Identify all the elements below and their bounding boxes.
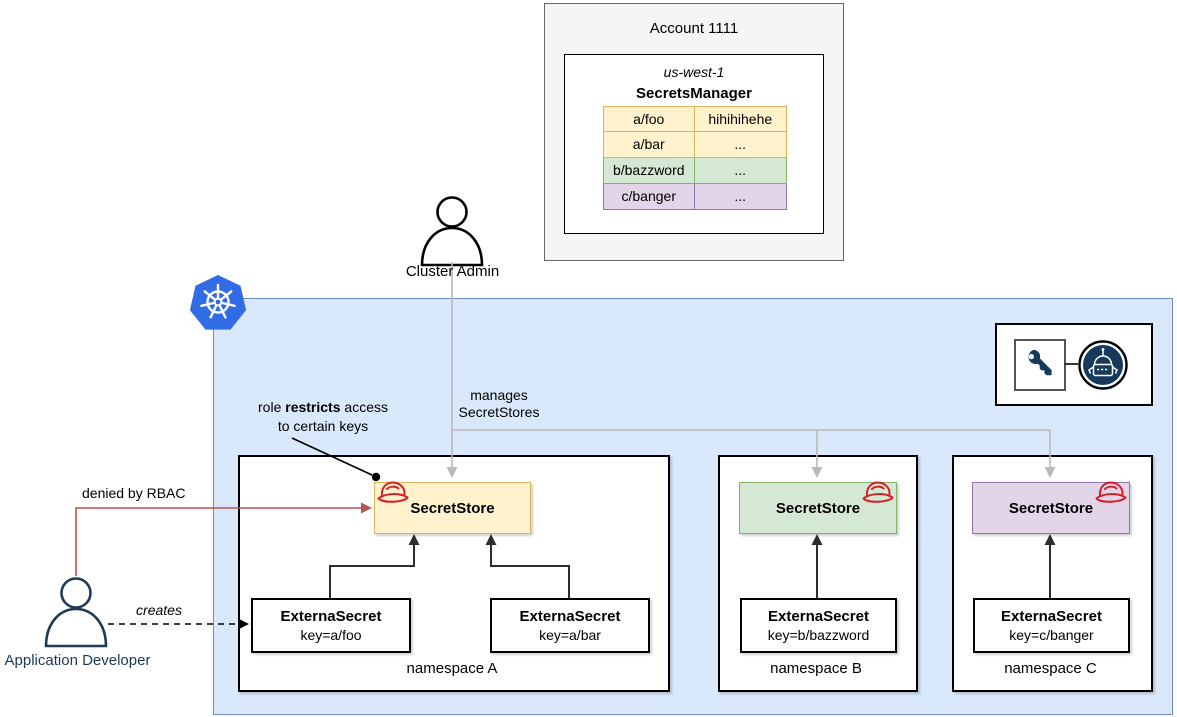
externalsecret-key: key=b/bazzword — [767, 626, 870, 643]
account-title: Account 1111 — [649, 20, 739, 37]
secret-key-cell: a/foo — [603, 106, 695, 132]
namespace-c-label: namespace C — [1004, 660, 1097, 677]
externalsecret-b-bazzword: ExternaSecret key=b/bazzword — [740, 598, 897, 653]
application-developer-person-icon — [43, 576, 109, 653]
namespace-b-label: namespace B — [770, 660, 862, 677]
key-icon — [1024, 347, 1056, 384]
secretstore-a: SecretStore — [374, 482, 531, 534]
cluster-admin-person-icon — [419, 195, 485, 272]
secretstore-b: SecretStore — [739, 482, 897, 534]
manages-secretstores-label: manages SecretStores — [458, 387, 540, 420]
namespace-a-label: namespace A — [406, 660, 498, 677]
account-box: Account 1111 us-west-1 SecretsManager a/… — [544, 3, 844, 261]
application-developer-label: Application Developer — [4, 652, 151, 669]
table-row: c/banger ... — [603, 184, 787, 210]
externalsecret-key: key=a/bar — [539, 626, 601, 643]
creates-label: creates — [136, 602, 182, 618]
secret-value-cell: hihihihehe — [694, 106, 787, 132]
secret-value-cell: ... — [694, 184, 787, 210]
cluster-admin-label: Cluster Admin — [405, 263, 500, 280]
kubernetes-logo-icon — [186, 274, 250, 341]
externalsecret-key: key=c/banger — [1009, 626, 1094, 643]
externalsecret-c-banger: ExternaSecret key=c/banger — [973, 598, 1130, 653]
secretstore-c: SecretStore — [972, 482, 1130, 534]
externalsecret-title: ExternaSecret — [768, 607, 869, 625]
secret-key-cell: a/bar — [603, 132, 695, 158]
table-row: a/bar ... — [603, 132, 787, 158]
external-secrets-logo-box — [995, 323, 1153, 406]
key-icon-box — [1014, 339, 1066, 391]
red-helmet-icon — [861, 479, 895, 512]
logo-connector-line — [1064, 363, 1078, 365]
secret-key-cell: b/bazzword — [603, 158, 695, 184]
secrets-manager-label: SecretsManager — [636, 85, 752, 102]
externalsecret-a-foo: ExternaSecret key=a/foo — [251, 598, 411, 653]
externalsecret-title: ExternaSecret — [519, 607, 621, 625]
externalsecret-title: ExternaSecret — [1001, 607, 1102, 625]
red-helmet-icon — [376, 479, 410, 512]
red-helmet-icon — [1094, 479, 1128, 512]
secret-key-cell: c/banger — [603, 184, 695, 210]
secret-value-cell: ... — [694, 132, 787, 158]
table-row: b/bazzword ... — [603, 158, 787, 184]
table-row: a/foo hihihihehe — [603, 106, 787, 132]
region-label: us-west-1 — [663, 64, 725, 80]
denied-by-rbac-label: denied by RBAC — [82, 485, 186, 501]
externalsecret-key: key=a/foo — [300, 626, 362, 643]
secrets-table: a/foo hihihihehe a/bar ... b/bazzword ..… — [603, 106, 787, 210]
externalsecret-title: ExternaSecret — [280, 607, 382, 625]
region-box: us-west-1 SecretsManager a/foo hihihiheh… — [564, 54, 824, 234]
externalsecret-a-bar: ExternaSecret key=a/bar — [490, 598, 650, 653]
secret-value-cell: ... — [694, 158, 787, 184]
role-restricts-note: role restricts access to certain keys — [258, 399, 388, 434]
external-secrets-robot-icon — [1078, 340, 1128, 395]
